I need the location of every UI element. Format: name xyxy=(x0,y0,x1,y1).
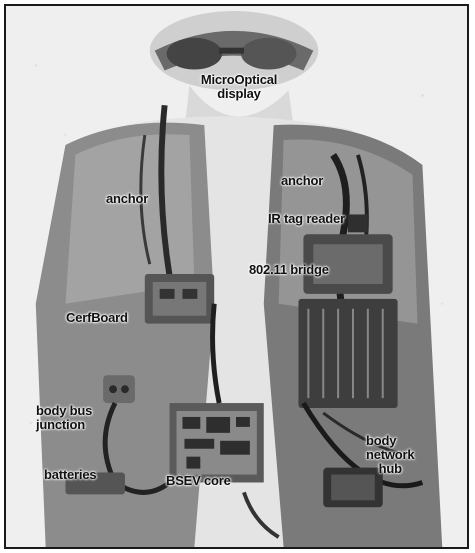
label-body-bus-junction: body bus junction xyxy=(36,404,92,432)
label-body-network-line3: hub xyxy=(366,462,414,476)
label-anchor-left: anchor xyxy=(106,192,148,206)
label-body-bus-line2: junction xyxy=(36,418,92,432)
label-body-network-hub: body network hub xyxy=(366,434,414,476)
label-ir-tag-reader: IR tag reader xyxy=(268,212,345,226)
photo-frame: MicroOptical display anchor anchor IR ta… xyxy=(4,4,469,549)
label-80211-bridge: 802.11 bridge xyxy=(249,263,329,277)
label-body-bus-line1: body bus xyxy=(36,404,92,418)
label-cerfboard: CerfBoard xyxy=(66,311,128,325)
label-microoptical-line1: MicroOptical xyxy=(184,73,294,87)
label-anchor-right: anchor xyxy=(281,174,323,188)
label-microoptical-display: MicroOptical display xyxy=(184,73,294,101)
label-body-network-line1: body xyxy=(366,434,414,448)
label-batteries: batteries xyxy=(44,468,96,482)
label-bsev-core: BSEV core xyxy=(166,474,231,488)
label-body-network-line2: network xyxy=(366,448,414,462)
label-microoptical-line2: display xyxy=(184,87,294,101)
